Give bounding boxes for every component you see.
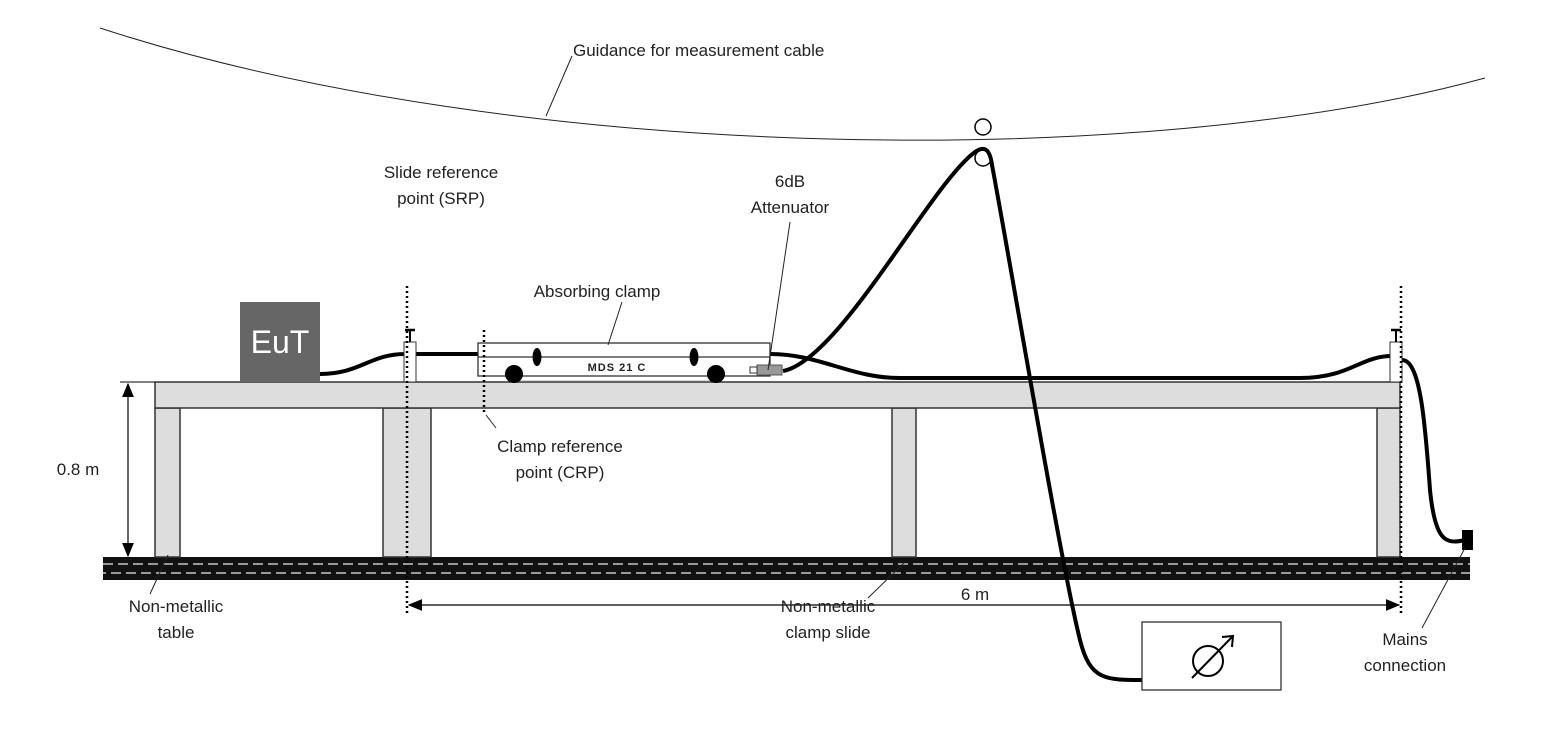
slide-post-right [1389,328,1403,383]
attenuator [756,364,783,376]
absorbing-clamp-leader [607,301,623,346]
table-leader [149,554,169,595]
floor [103,557,1470,580]
table-label-line2: table [158,623,195,642]
crp-label-line2: point (CRP) [516,463,605,482]
distance-label: 6 m [961,585,989,604]
clamp-model-label: MDS 21 C [588,362,647,374]
measurement-cable [782,146,1143,682]
guidance-label: Guidance for measurement cable [573,41,824,60]
non-metallic-table [154,381,1401,558]
mains-label-line1: Mains [1382,630,1427,649]
srp-label-line1: Slide reference [384,163,498,182]
slide-cable [769,352,1393,380]
eut-box [240,302,320,382]
guidance-cable-arc [99,27,1486,141]
absorbing-clamp [477,342,771,383]
attenuator-leader [767,221,791,371]
mains-leader [1421,547,1466,629]
crp-label-line1: Clamp reference [497,437,623,456]
measuring-receiver [1141,621,1282,691]
table-label-line1: Non-metallic [129,597,224,616]
height-label: 0.8 m [57,460,100,479]
absorbing-clamp-label: Absorbing clamp [534,282,661,301]
guidance-leader [545,55,573,117]
clamp-slide-label-line2: clamp slide [785,623,870,642]
srp-label-line2: point (SRP) [397,189,485,208]
clamp-slide-label-line1: Non-metallic [781,597,876,616]
clamp-slide-leader [867,561,906,599]
mains-plug [1462,530,1473,550]
crp-leader [485,414,497,429]
attenuator-connector [749,366,758,374]
attenuator-label-line2: Attenuator [751,198,830,217]
attenuator-label-line1: 6dB [775,172,805,191]
eut-cable [319,352,480,376]
mains-label-line2: connection [1364,656,1446,675]
pulley-top [974,118,992,136]
mains-cable [1401,358,1466,544]
eut-label: EuT [251,324,310,360]
